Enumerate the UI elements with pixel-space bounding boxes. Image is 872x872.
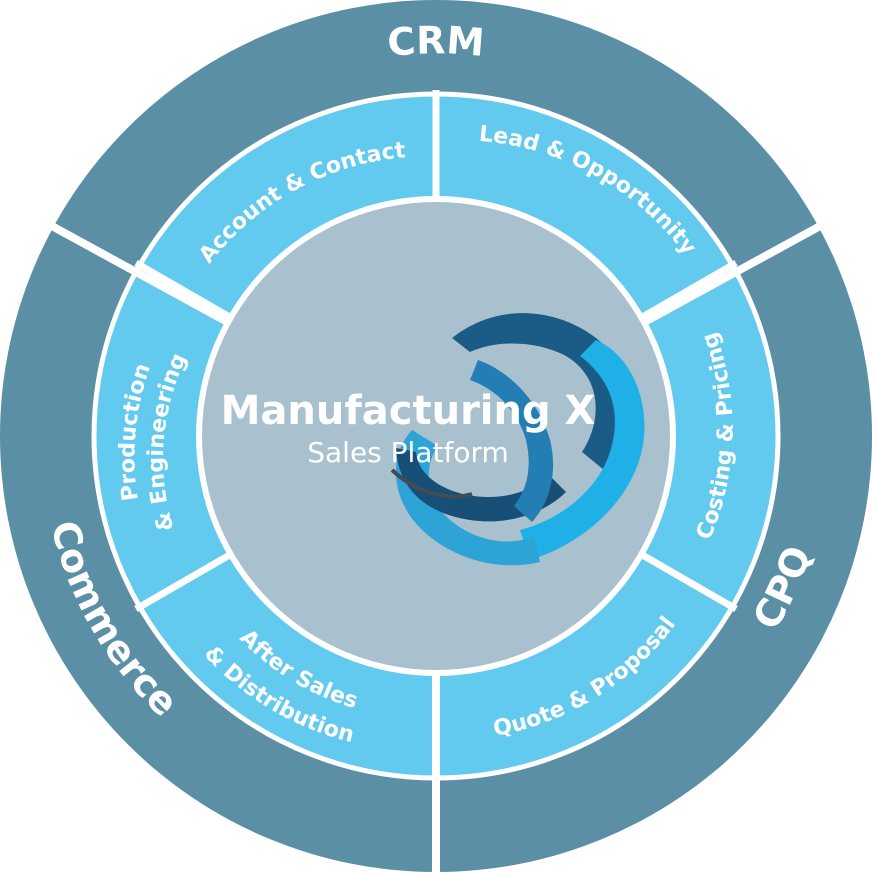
center-subtitle: Sales Platform (307, 436, 509, 469)
three-ribbon-loop-icon (390, 313, 645, 566)
svg-text:CRM: CRM (385, 18, 486, 65)
outer-label-crm: CRM (385, 18, 486, 65)
center-title: Manufacturing X (221, 388, 596, 434)
ring-gap (91, 91, 781, 781)
